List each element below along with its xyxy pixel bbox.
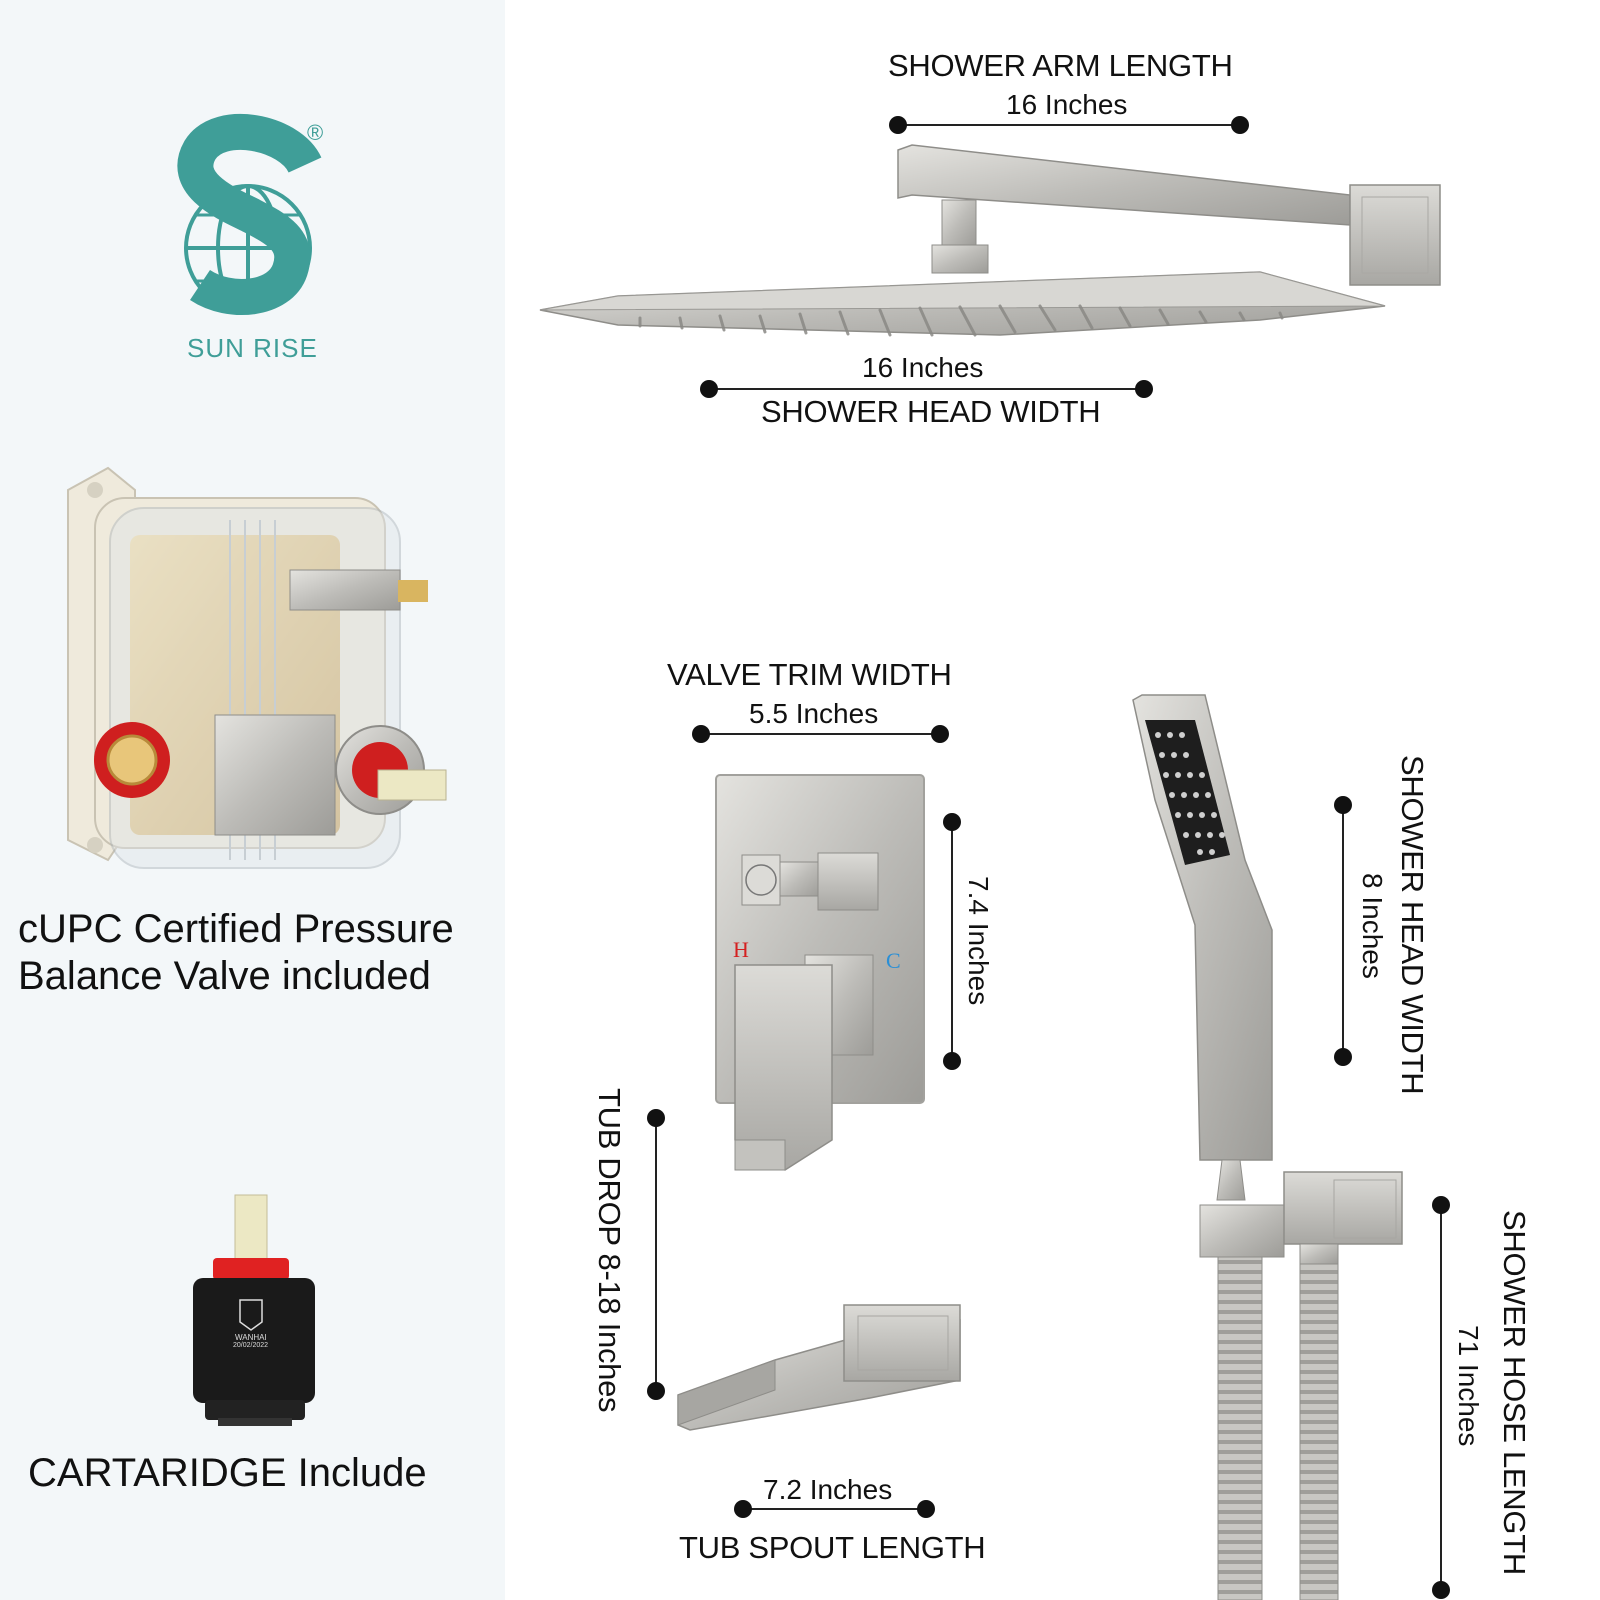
cartridge-stamp-line1: WANHAI	[235, 1333, 267, 1342]
brand-name: SUN RISE	[187, 333, 318, 363]
valve-hot-label: H	[733, 937, 749, 962]
dim-line-shower-head	[700, 380, 1153, 398]
valve-trim-width-value: 5.5 Inches	[749, 698, 879, 729]
valve-caption-line1: cUPC Certified Pressure	[18, 907, 454, 951]
dim-line-tub-drop	[647, 1109, 665, 1400]
tub-drop-label: TUB DROP 8-18 Inches	[592, 1088, 627, 1413]
dim-line-tub-spout	[734, 1500, 935, 1518]
shower-head-width-label: SHOWER HEAD WIDTH	[761, 394, 1101, 429]
valve-cold-label: C	[886, 948, 901, 973]
valve-trim-width-label: VALVE TRIM WIDTH	[667, 657, 952, 692]
dim-line-hand-shower-head	[1334, 796, 1352, 1066]
hand-shower	[1132, 694, 1403, 1600]
dim-line-shower-hose	[1432, 1196, 1450, 1599]
valve-cartridge	[193, 1194, 315, 1426]
valve-caption-line2: Balance Valve included	[18, 954, 431, 998]
hand-shower-head-width-label: SHOWER HEAD WIDTH	[1395, 755, 1430, 1095]
shower-arm-length-value: 16 Inches	[1006, 89, 1128, 120]
tub-spout	[677, 1304, 961, 1431]
shower-hose-length-value: 71 Inches	[1453, 1325, 1484, 1447]
shower-hose-length-label: SHOWER HOSE LENGTH	[1497, 1210, 1532, 1575]
dim-line-shower-arm	[889, 116, 1249, 134]
tub-spout-length-label: TUB SPOUT LENGTH	[679, 1530, 986, 1565]
rain-shower-head	[539, 144, 1441, 337]
shower-head-width-value: 16 Inches	[862, 352, 984, 383]
shower-arm-length-label: SHOWER ARM LENGTH	[888, 48, 1233, 83]
dim-line-valve-trim-height	[943, 813, 961, 1070]
sunrise-logo	[177, 113, 322, 315]
tub-spout-length-value: 7.2 Inches	[763, 1474, 893, 1505]
valve-trim-plate	[715, 774, 925, 1171]
cartridge-caption: CARTARIDGE Include	[28, 1451, 427, 1495]
brand-registered-mark: ®	[307, 120, 324, 145]
cartridge-stamp-line2: 20/02/2022	[233, 1342, 269, 1349]
pressure-balance-valve	[67, 466, 447, 869]
dim-line-valve-trim-width	[692, 725, 949, 743]
hand-shower-head-width-value: 8 Inches	[1357, 873, 1388, 979]
valve-trim-height-value: 7.4 Inches	[963, 876, 994, 1006]
